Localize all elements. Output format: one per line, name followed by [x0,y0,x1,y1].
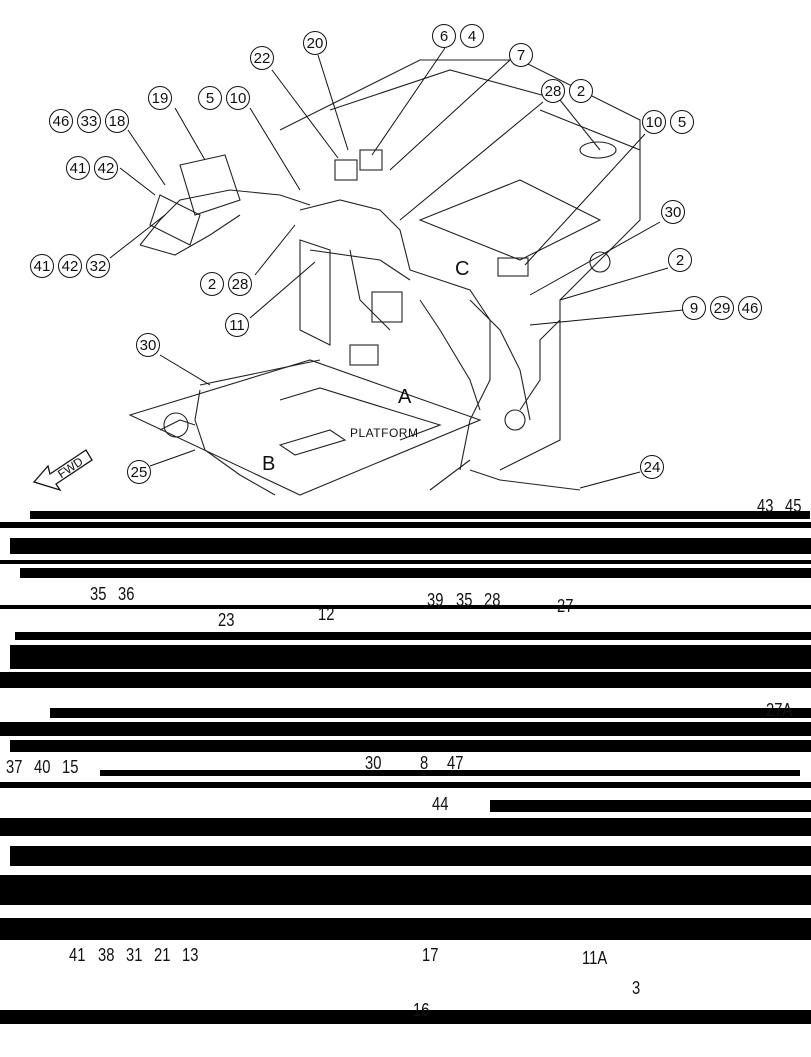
callout-28: 28 [541,79,565,103]
callout-41: 41 [30,254,54,278]
callout-33: 33 [77,109,101,133]
label-23: 23 [218,610,235,630]
label-11a: 11A [582,948,608,968]
callout-19: 19 [148,86,172,110]
callout-18: 18 [105,109,129,133]
callout-42: 42 [58,254,82,278]
label-30: 30 [365,753,382,773]
callout-30: 30 [136,333,160,357]
view-letter-c: C [455,258,470,280]
platform-label: PLATFORM [350,426,419,440]
label-13: 13 [182,945,199,965]
callout-32: 32 [86,254,110,278]
label-8: 8 [420,753,429,773]
callout-2: 2 [569,79,593,103]
label-35: 35 [456,590,473,610]
label-35: 35 [90,584,107,604]
view-letter-a: A [398,386,412,408]
callout-10: 10 [642,110,666,134]
callout-25: 25 [127,460,151,484]
callout-6: 6 [432,24,456,48]
callout-9: 9 [682,296,706,320]
label-27a: 27A [766,700,793,720]
label-12: 12 [318,604,335,624]
callout-2: 2 [200,272,224,296]
label-37: 37 [6,757,23,777]
harness-linework [109,47,684,496]
label-43: 43 [757,496,774,516]
callout-2: 2 [668,248,692,272]
callout-24: 24 [640,455,664,479]
label-31: 31 [126,945,143,965]
callout-30: 30 [661,200,685,224]
label-41: 41 [69,945,86,965]
fwd-arrow-icon: FWD [32,449,93,492]
callout-10: 10 [226,86,250,110]
label-40: 40 [34,757,51,777]
label-38: 38 [98,945,115,965]
callout-20: 20 [303,31,327,55]
callout-28: 28 [228,272,252,296]
callout-5: 5 [670,110,694,134]
label-3: 3 [632,978,641,998]
callout-41: 41 [66,156,90,180]
callout-4: 4 [460,24,484,48]
label-17: 17 [422,945,439,965]
callout-7: 7 [509,43,533,67]
callout-22: 22 [250,46,274,70]
label-39: 39 [427,590,444,610]
label-47: 47 [447,753,464,773]
label-44: 44 [432,794,449,814]
label-45: 45 [785,496,802,516]
view-letter-b: B [262,453,276,475]
label-36: 36 [118,584,135,604]
callout-5: 5 [198,86,222,110]
callout-46: 46 [738,296,762,320]
label-27: 27 [557,596,574,616]
label-28: 28 [484,590,501,610]
label-21: 21 [154,945,171,965]
label-16: 16 [413,1000,430,1020]
callout-42: 42 [94,156,118,180]
label-15: 15 [62,757,79,777]
callout-46: 46 [49,109,73,133]
callout-11: 11 [225,313,249,337]
callout-29: 29 [710,296,734,320]
